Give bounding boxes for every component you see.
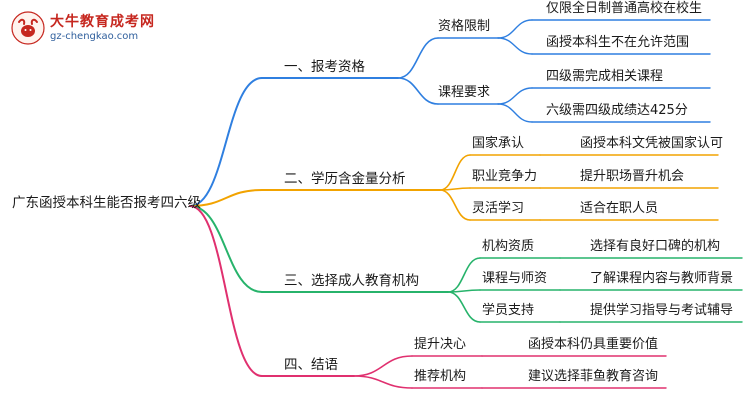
child-connector — [397, 37, 439, 79]
leaf-connector — [497, 103, 533, 123]
branch-label: 二、学历含金量分析 — [284, 171, 406, 187]
child-label: 提升决心 — [414, 337, 467, 352]
branch-connector — [189, 205, 263, 293]
child-connector — [439, 154, 471, 191]
leaf-label: 函授本科生不在允许范围 — [546, 35, 690, 50]
leaf-label: 仅限全日制普通高校在校生 — [546, 1, 703, 16]
leaf-connector — [497, 37, 533, 55]
child-connector — [353, 355, 413, 377]
child-label: 资格限制 — [438, 19, 491, 34]
child-label: 课程与师资 — [482, 271, 548, 286]
root-topic: 广东函授本科生能否报考四六级 — [12, 195, 201, 211]
branch-label: 三、选择成人教育机构 — [284, 273, 419, 289]
bull-logo-icon — [11, 11, 45, 45]
leaf-label: 建议选择菲鱼教育咨询 — [528, 369, 659, 384]
branch-label: 一、报考资格 — [284, 59, 365, 75]
child-connector — [439, 189, 471, 221]
child-connector — [447, 257, 481, 293]
child-label: 学员支持 — [482, 303, 535, 318]
branch-label: 四、结语 — [284, 357, 338, 373]
child-connector — [353, 375, 413, 389]
watermark-logo: 大牛教育成考网 gz-chengkao.com — [10, 8, 180, 48]
leaf-label: 提供学习指导与考试辅导 — [590, 303, 734, 318]
leaf-label: 了解课程内容与教师背景 — [590, 271, 734, 286]
branch-connector — [189, 77, 263, 207]
leaf-label: 提升职场晋升机会 — [580, 169, 685, 184]
child-label: 课程要求 — [438, 85, 491, 100]
leaf-connector — [497, 19, 533, 39]
leaf-label: 适合在职人员 — [580, 201, 659, 216]
leaf-label: 四级需完成相关课程 — [546, 69, 664, 84]
leaf-label: 函授本科仍具重要价值 — [528, 337, 659, 352]
branch-connector — [189, 205, 263, 377]
leaf-label: 选择有良好口碑的机构 — [590, 239, 721, 254]
leaf-label: 六级需四级成绩达425分 — [546, 103, 688, 118]
child-label: 职业竞争力 — [472, 169, 538, 184]
leaf-label: 函授本科文凭被国家认可 — [580, 136, 724, 151]
leaf-connector — [497, 87, 533, 105]
child-label: 推荐机构 — [414, 369, 467, 384]
child-label: 机构资质 — [482, 239, 535, 254]
child-connector — [397, 77, 439, 105]
child-label: 国家承认 — [472, 136, 525, 151]
child-connector — [447, 291, 481, 323]
watermark-url: gz-chengkao.com — [50, 31, 139, 42]
child-label: 灵活学习 — [472, 201, 525, 216]
watermark-site-name: 大牛教育成考网 — [50, 14, 155, 30]
branch-connector — [189, 189, 263, 207]
